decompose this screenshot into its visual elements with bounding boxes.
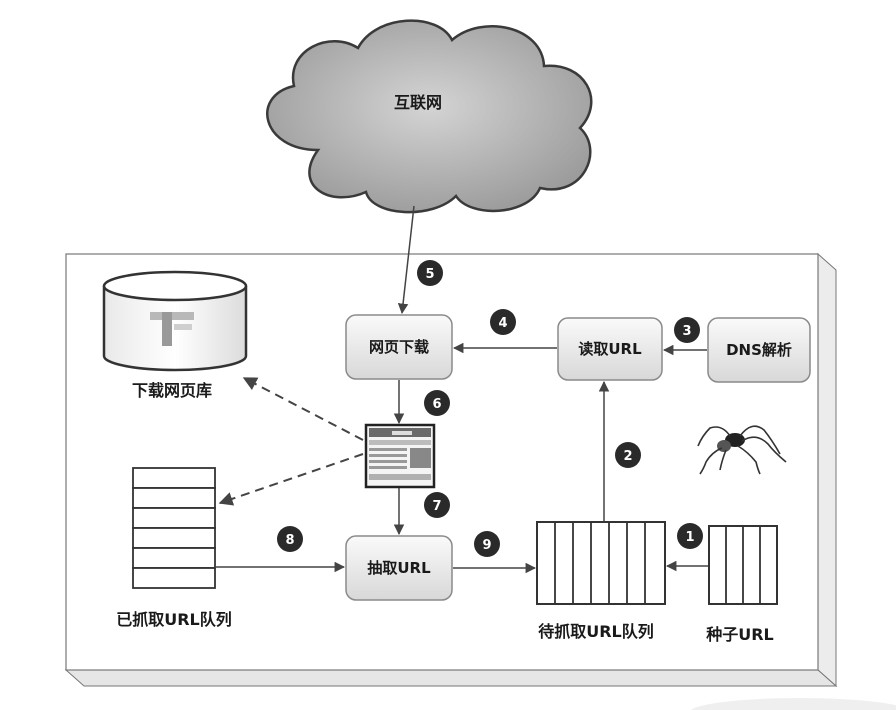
step-badge-5: 5 [417, 260, 443, 286]
spider-icon [697, 425, 787, 475]
extract-url-label: 抽取URL [367, 559, 431, 577]
arrow-internet-to-download [397, 205, 415, 315]
extract-url-box: 抽取URL [345, 535, 453, 601]
connectors [215, 205, 708, 574]
page-shadow [691, 698, 896, 710]
arrow-page-to-store [242, 377, 364, 441]
step-badge-6: 6 [424, 390, 450, 416]
svg-text:1: 1 [685, 530, 694, 545]
pending-url-queue [536, 521, 666, 605]
web-page-thumbnail-icon [364, 423, 436, 489]
svg-text:8: 8 [285, 533, 294, 548]
svg-text:3: 3 [682, 324, 691, 339]
svg-text:9: 9 [482, 538, 491, 553]
step-badge-4: 4 [490, 309, 516, 335]
read-url-label: 读取URL [578, 340, 642, 358]
step-badge-2: 2 [615, 442, 641, 468]
arrow-page-to-crawled [218, 453, 364, 506]
step-badge-1: 1 [677, 523, 703, 549]
step-badge-3: 3 [674, 317, 700, 343]
svg-text:4: 4 [498, 316, 507, 331]
download-label: 网页下载 [369, 338, 429, 356]
step-badge-7: 7 [424, 492, 450, 518]
svg-text:6: 6 [432, 397, 441, 412]
seed-url-label: 种子URL [705, 625, 774, 644]
internet-cloud: 互联网 [266, 19, 593, 214]
page-store-logo-icon [150, 312, 194, 346]
svg-text:5: 5 [425, 267, 434, 282]
svg-text:2: 2 [623, 449, 632, 464]
step-badge-8: 8 [277, 526, 303, 552]
internet-label: 互联网 [394, 93, 442, 112]
page-store-label: 下载网页库 [132, 381, 212, 400]
step-badge-9: 9 [474, 531, 500, 557]
crawled-queue-label: 已抓取URL队列 [116, 610, 232, 629]
page-store-cylinder [102, 270, 248, 372]
dns-label: DNS解析 [726, 341, 792, 359]
seed-url-queue [708, 525, 778, 605]
crawled-url-queue [132, 467, 216, 589]
dns-box: DNS解析 [707, 317, 811, 383]
pending-queue-label: 待抓取URL队列 [538, 622, 654, 641]
read-url-box: 读取URL [557, 317, 663, 381]
svg-text:7: 7 [432, 499, 441, 514]
download-box: 网页下载 [345, 314, 453, 380]
